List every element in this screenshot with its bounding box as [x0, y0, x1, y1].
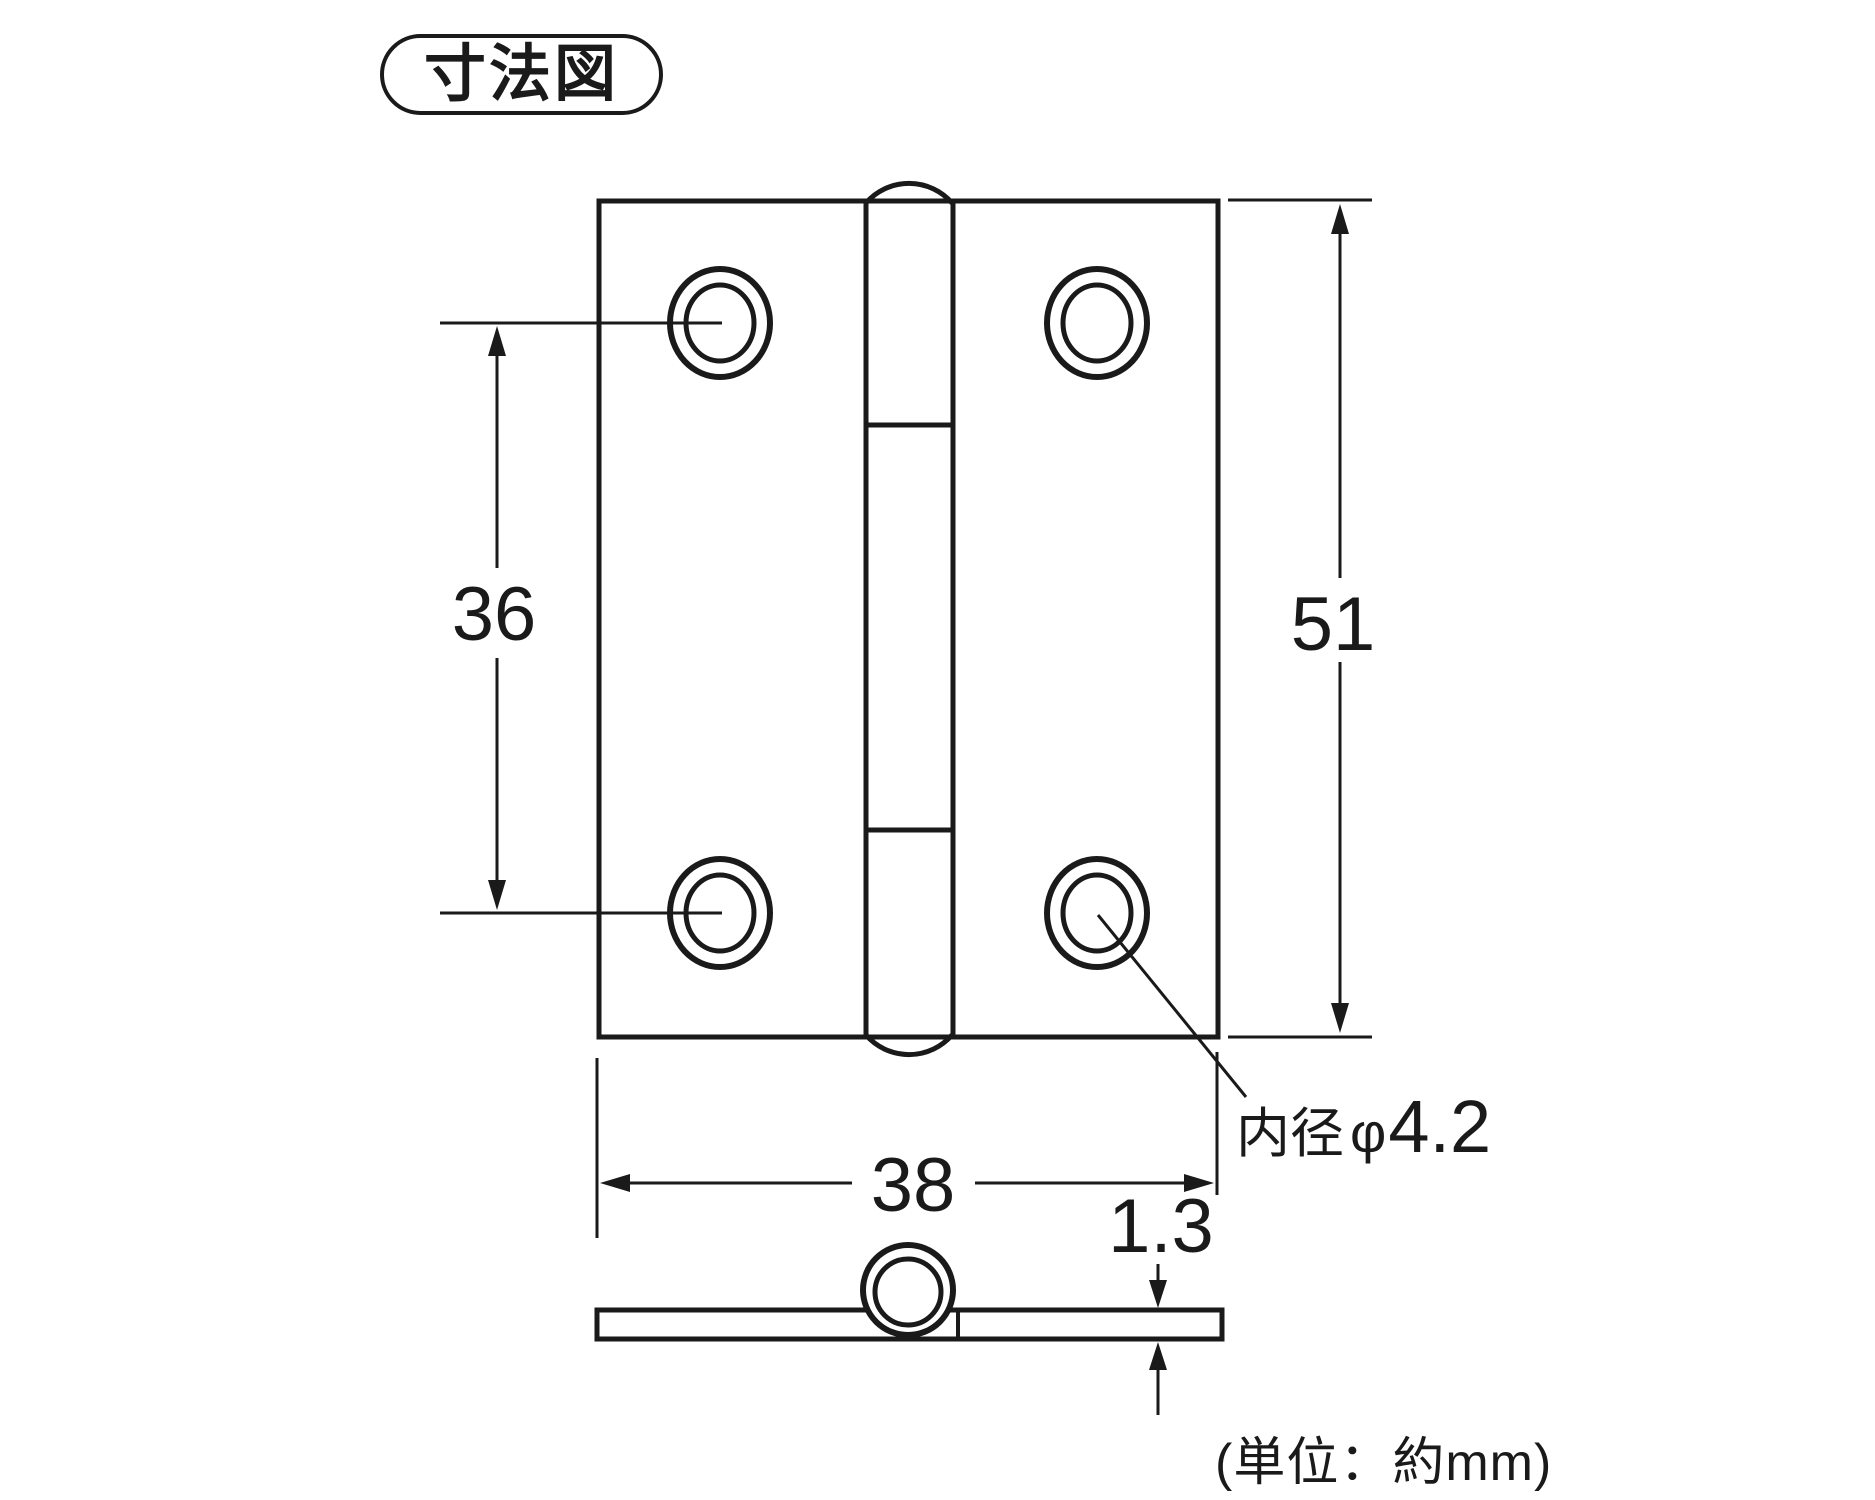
arrow-left — [600, 1174, 630, 1192]
arrow-down — [1331, 1003, 1349, 1033]
unit-note: (単位：約mm) — [1215, 1434, 1553, 1492]
knuckle-top-arc — [864, 180, 954, 205]
dim-hole-spacing: 36 — [440, 321, 722, 915]
arrow-down — [488, 880, 506, 910]
screw-hole-outer — [1044, 856, 1150, 970]
arrow-right — [1184, 1174, 1214, 1192]
dim-plate-thickness: 1.3 — [1108, 1184, 1214, 1415]
screw-hole-inner — [1060, 872, 1134, 954]
screw-hole-bottom-right — [1044, 856, 1150, 970]
hinge-side-view — [594, 1242, 1225, 1342]
dim-plate-height: 51 — [1228, 198, 1376, 1039]
hole-diameter-value: 4.2 — [1388, 1085, 1491, 1168]
arrow-up — [1149, 1342, 1167, 1370]
arrow-up — [488, 326, 506, 356]
hole-diameter-label-kanji: 内径 — [1236, 1104, 1344, 1164]
dim-label-hole-spacing: 36 — [452, 572, 537, 657]
page-title: 寸法図 — [423, 39, 619, 109]
arrow-up — [1331, 204, 1349, 234]
hinge-front-view — [596, 180, 1221, 1058]
leader-line — [1096, 914, 1248, 1098]
screw-hole-inner — [1060, 282, 1134, 364]
plate-outline — [596, 198, 1221, 1040]
arrow-down — [1149, 1280, 1167, 1308]
dim-plate-width: 38 — [595, 1052, 1219, 1238]
screw-hole-outer — [1044, 266, 1150, 380]
dim-label-plate-width: 38 — [871, 1143, 956, 1228]
dim-label-plate-height: 51 — [1291, 582, 1376, 667]
phi-symbol: φ — [1350, 1101, 1386, 1164]
title-pill: 寸法図 — [380, 34, 663, 115]
screw-hole-top-right — [1044, 266, 1150, 380]
knuckle-bottom-arc — [864, 1033, 954, 1058]
side-knuckle-inner — [872, 1256, 944, 1328]
dim-label-plate-thickness: 1.3 — [1108, 1184, 1214, 1269]
